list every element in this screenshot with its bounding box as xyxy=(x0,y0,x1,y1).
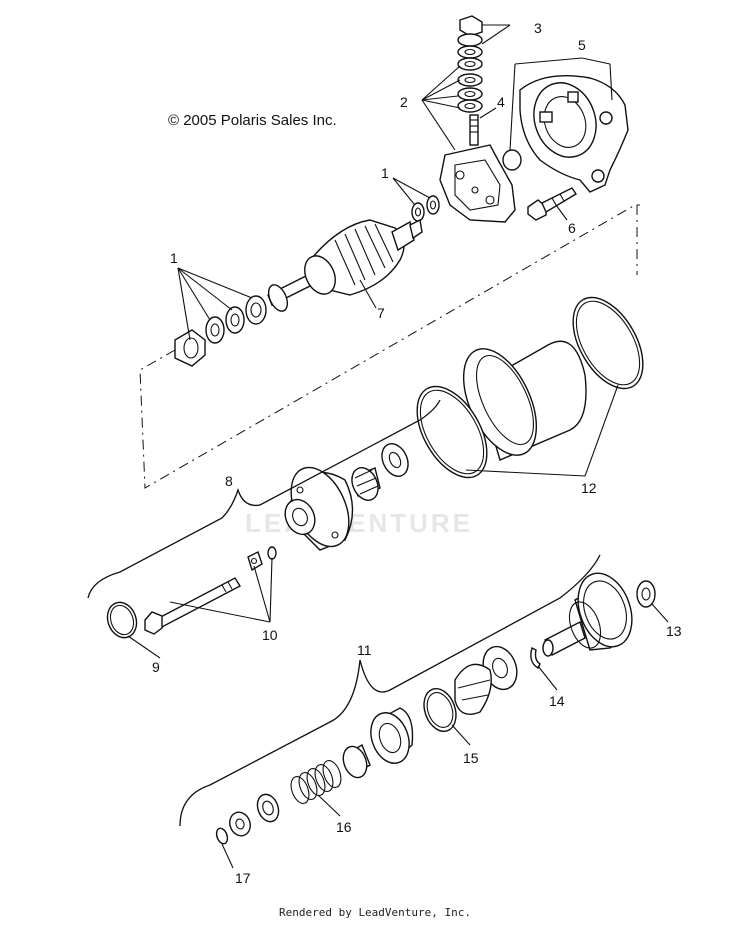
callout-12: 12 xyxy=(581,480,597,496)
callout-1-lower: 1 xyxy=(170,250,178,266)
callout-labels: 3 5 2 4 1 6 1 7 8 12 10 13 9 11 14 15 16… xyxy=(152,20,682,886)
part-1-washers-upper[interactable] xyxy=(411,195,440,222)
part-6-bolt[interactable] xyxy=(527,187,577,221)
part-17-clip[interactable] xyxy=(215,827,230,845)
lower-washers[interactable] xyxy=(226,791,282,838)
part-2-washers[interactable] xyxy=(457,57,483,113)
brush-plate[interactable] xyxy=(439,144,516,223)
bracket-8 xyxy=(87,399,441,599)
callout-14: 14 xyxy=(549,693,565,709)
callout-4: 4 xyxy=(497,94,505,110)
callout-1-upper: 1 xyxy=(381,165,389,181)
part-16-spring[interactable] xyxy=(288,758,345,806)
part-1-washers-lower[interactable] xyxy=(174,295,267,367)
part-7-armature[interactable] xyxy=(265,218,423,314)
callout-7: 7 xyxy=(377,305,385,321)
copyright-notice: © 2005 Polaris Sales Inc. xyxy=(168,112,337,129)
callout-17: 17 xyxy=(235,870,251,886)
part-12-yoke-housing[interactable] xyxy=(403,286,657,490)
callout-10: 10 xyxy=(262,627,278,643)
bracket-11 xyxy=(179,554,601,827)
callout-2: 2 xyxy=(400,94,408,110)
part-5-end-housing[interactable] xyxy=(502,74,629,193)
part-13-washer[interactable] xyxy=(636,580,656,608)
drive-gear-shaft[interactable] xyxy=(542,566,641,657)
clutch-halves[interactable] xyxy=(454,663,492,715)
callout-16: 16 xyxy=(336,819,352,835)
callout-13: 13 xyxy=(666,623,682,639)
leader-lines xyxy=(127,24,669,869)
callout-5: 5 xyxy=(578,37,586,53)
callout-11: 11 xyxy=(357,642,372,658)
callout-15: 15 xyxy=(463,750,479,766)
watermark: LEADVENTURE xyxy=(245,508,474,538)
part-4-terminal-bolt[interactable] xyxy=(469,114,479,146)
dashed-boundary xyxy=(139,204,640,489)
part-9-o-ring[interactable] xyxy=(103,598,142,641)
pinion-gear[interactable] xyxy=(364,707,416,768)
part-8-front-housing[interactable] xyxy=(280,458,361,555)
callout-3: 3 xyxy=(534,20,542,36)
part-3-nut[interactable] xyxy=(457,15,483,59)
footer-credit: Rendered by LeadVenture, Inc. xyxy=(278,906,472,919)
sleeve[interactable] xyxy=(339,743,371,781)
callout-9: 9 xyxy=(152,659,160,675)
callout-8: 8 xyxy=(225,473,233,489)
callout-6: 6 xyxy=(568,220,576,236)
part-10-through-bolt[interactable] xyxy=(144,546,277,635)
bearing-assembly[interactable] xyxy=(347,440,413,505)
part-15-ring[interactable] xyxy=(418,684,461,736)
